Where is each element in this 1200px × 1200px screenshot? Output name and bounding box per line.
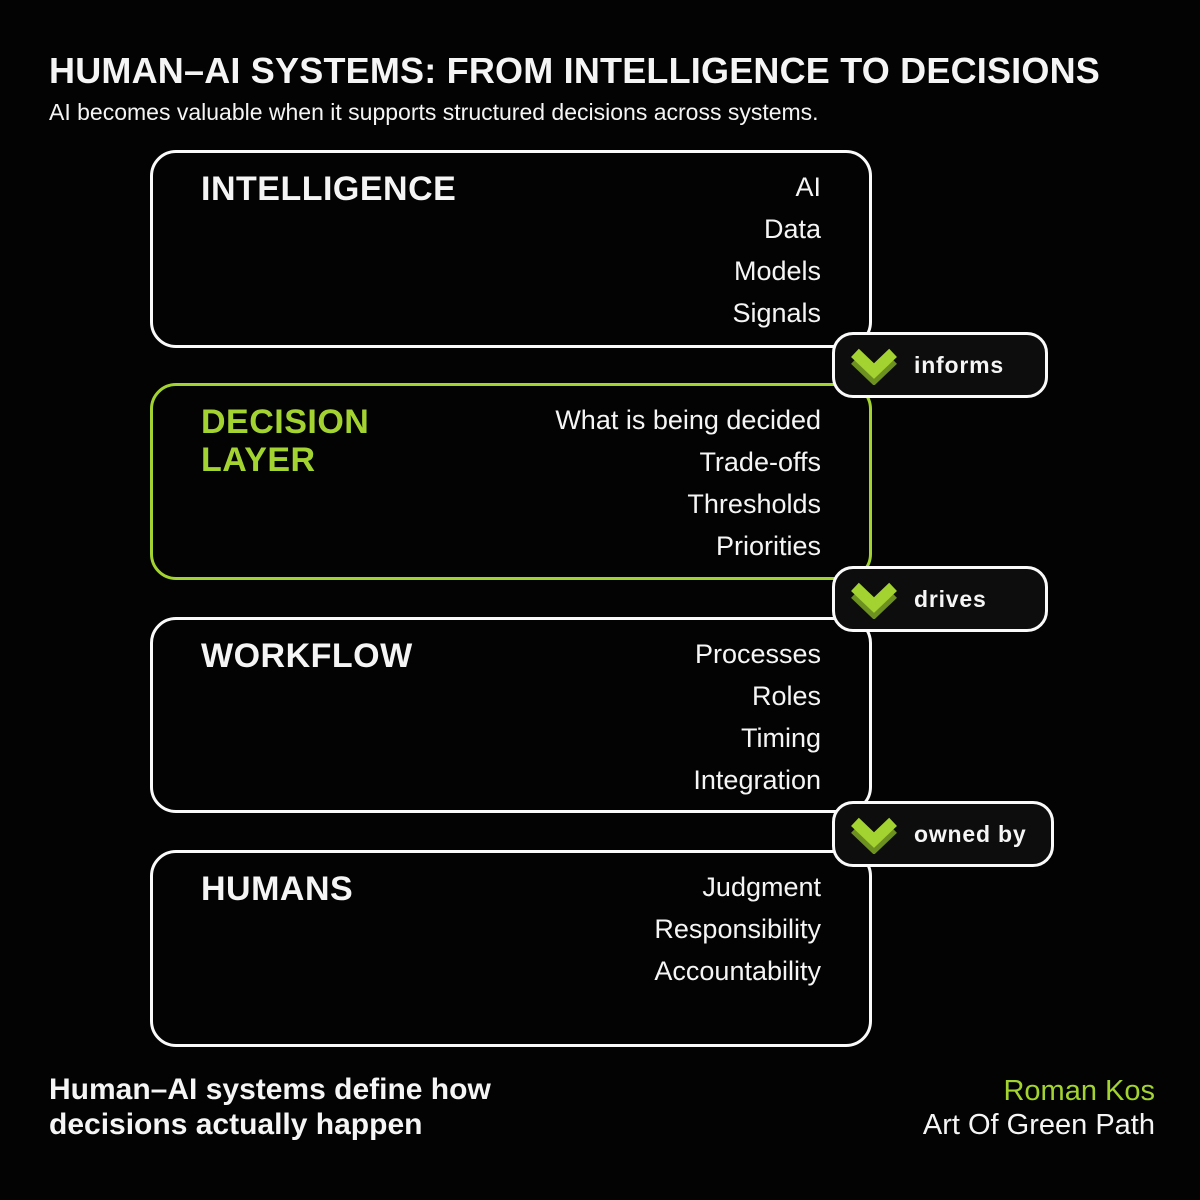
list-item: Thresholds: [687, 489, 821, 519]
box-title-decision-layer: DECISION LAYER: [201, 403, 369, 479]
box-title-humans: HUMANS: [201, 870, 353, 908]
box-decision-layer: DECISION LAYER What is being decided Tra…: [150, 383, 872, 580]
connector-drives: drives: [832, 566, 1048, 632]
box-title-workflow: WORKFLOW: [201, 637, 413, 675]
connector-owned-by: owned by: [832, 801, 1054, 867]
footer-tagline-line1: Human–AI systems define how: [49, 1073, 491, 1106]
list-item: Priorities: [715, 531, 821, 561]
list-item: Judgment: [702, 872, 821, 902]
list-item: Processes: [694, 639, 821, 669]
box-intelligence: INTELLIGENCE AI Data Models Signals: [150, 150, 872, 348]
connector-label: drives: [914, 585, 987, 612]
page-title: HUMAN–AI SYSTEMS: FROM INTELLIGENCE TO D…: [49, 50, 1100, 91]
connector-informs: informs: [832, 332, 1048, 398]
list-item: Integration: [693, 765, 821, 795]
list-item: AI: [795, 172, 821, 202]
box-title-line: LAYER: [201, 441, 316, 479]
chevron-down-icon: [851, 817, 897, 854]
box-title-line: WORKFLOW: [201, 637, 413, 675]
list-item: Models: [733, 256, 821, 286]
box-title-line: HUMANS: [201, 870, 354, 908]
box-workflow: WORKFLOW Processes Roles Timing Integrat…: [150, 617, 872, 813]
list-item: Roles: [751, 681, 821, 711]
list-item: Trade-offs: [699, 447, 821, 477]
box-list-decision-layer: What is being decided Trade-offs Thresho…: [555, 399, 821, 567]
list-item: Data: [763, 214, 821, 244]
footer-credit: Roman Kos Art Of Green Path: [923, 1074, 1155, 1142]
list-item: Accountability: [654, 956, 821, 986]
box-title-line: DECISION: [201, 403, 370, 441]
list-item: What is being decided: [555, 405, 821, 435]
list-item: Signals: [732, 298, 821, 328]
author-name: Roman Kos: [1003, 1075, 1155, 1107]
footer-tagline-line2: decisions actually happen: [49, 1108, 423, 1141]
page-subtitle: AI becomes valuable when it supports str…: [49, 99, 819, 125]
chevron-down-icon: [851, 582, 897, 619]
connector-label: informs: [914, 351, 1004, 378]
box-humans: HUMANS Judgment Responsibility Accountab…: [150, 850, 872, 1047]
box-title-intelligence: INTELLIGENCE: [201, 170, 456, 208]
chevron-down-icon: [851, 348, 897, 385]
box-list-intelligence: AI Data Models Signals: [732, 166, 821, 334]
list-item: Responsibility: [654, 914, 821, 944]
connector-label: owned by: [914, 820, 1027, 847]
list-item: Timing: [740, 723, 821, 753]
header: HUMAN–AI SYSTEMS: FROM INTELLIGENCE TO D…: [49, 50, 1169, 127]
footer-tagline: Human–AI systems define how decisions ac…: [49, 1072, 491, 1142]
box-list-humans: Judgment Responsibility Accountability: [654, 866, 821, 992]
brand-name: Art Of Green Path: [922, 1109, 1155, 1141]
box-list-workflow: Processes Roles Timing Integration: [693, 633, 821, 801]
box-title-line: INTELLIGENCE: [201, 170, 457, 208]
